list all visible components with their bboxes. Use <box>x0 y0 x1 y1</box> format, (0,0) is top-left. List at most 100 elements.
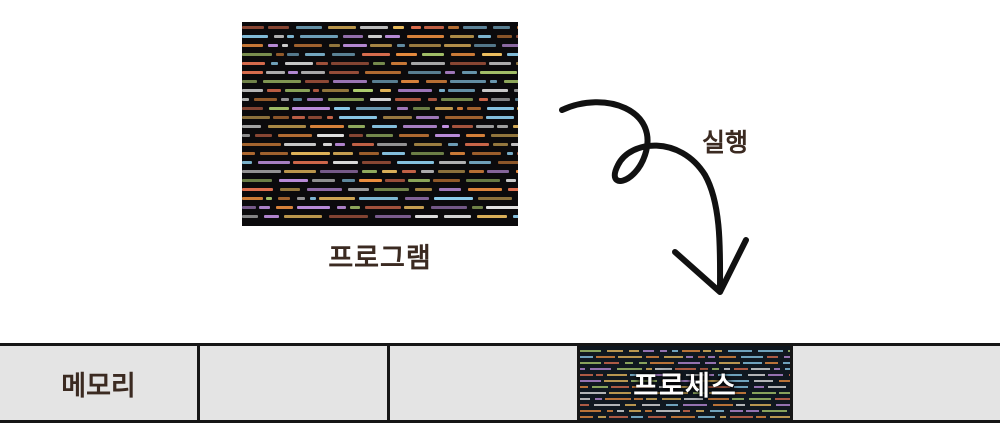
code-token <box>451 53 475 56</box>
code-token <box>724 368 730 370</box>
code-token <box>749 398 771 400</box>
code-token <box>329 44 340 47</box>
code-token <box>333 161 358 164</box>
code-token <box>415 215 438 218</box>
code-token <box>434 197 473 200</box>
code-token <box>445 116 483 119</box>
memory-divider <box>577 346 580 420</box>
code-token <box>493 26 510 29</box>
code-token <box>335 143 345 146</box>
code-token <box>305 80 329 83</box>
code-token <box>403 125 437 128</box>
code-token <box>438 170 465 173</box>
code-token <box>511 143 518 146</box>
code-token <box>477 215 507 218</box>
code-token <box>242 107 263 110</box>
code-token <box>605 398 631 400</box>
code-token <box>305 53 325 56</box>
code-token <box>768 386 786 388</box>
code-token <box>762 410 787 412</box>
memory-label: 메모리 <box>61 370 136 402</box>
code-token <box>476 125 494 128</box>
code-token <box>278 197 290 200</box>
code-token <box>708 356 715 358</box>
code-token <box>359 152 379 155</box>
code-token <box>507 53 518 56</box>
program-label: 프로그램 <box>328 243 432 274</box>
code-token <box>331 62 369 65</box>
code-token <box>399 134 429 137</box>
code-token <box>516 170 518 173</box>
code-token <box>264 215 279 218</box>
code-token <box>516 62 518 65</box>
code-token <box>491 98 510 101</box>
code-token <box>491 134 518 137</box>
code-token <box>655 368 672 370</box>
code-token <box>337 206 346 209</box>
code-token <box>435 134 460 137</box>
memory-divider <box>387 346 390 420</box>
code-token <box>293 98 302 101</box>
code-token <box>319 197 355 200</box>
code-token <box>382 152 405 155</box>
code-token <box>292 107 330 110</box>
code-token <box>752 392 776 394</box>
code-token <box>478 35 491 38</box>
code-token <box>310 197 316 200</box>
code-token <box>372 125 397 128</box>
code-token <box>743 362 762 364</box>
code-token <box>693 392 706 394</box>
code-token <box>765 362 778 364</box>
code-token <box>607 350 623 352</box>
code-token <box>730 410 743 412</box>
code-token <box>478 197 512 200</box>
code-token <box>242 35 268 38</box>
code-token <box>751 368 770 370</box>
code-token <box>671 416 695 418</box>
code-token <box>368 35 382 38</box>
code-token <box>664 356 683 358</box>
code-token <box>728 350 752 352</box>
code-token <box>328 98 364 101</box>
code-token <box>646 368 652 370</box>
code-token <box>677 386 702 388</box>
code-token <box>609 416 628 418</box>
code-token <box>316 62 328 65</box>
code-token <box>592 386 608 388</box>
code-token <box>580 350 601 352</box>
code-token <box>258 161 290 164</box>
code-token <box>466 134 485 137</box>
code-token <box>348 188 369 191</box>
code-token <box>594 404 620 406</box>
code-token <box>466 179 500 182</box>
code-token <box>596 356 615 358</box>
code-token <box>580 356 593 358</box>
code-token <box>401 80 419 83</box>
code-token <box>508 188 518 191</box>
code-token <box>374 188 409 191</box>
code-token <box>308 116 322 119</box>
code-token <box>279 179 308 182</box>
code-token <box>450 35 474 38</box>
code-token <box>617 368 642 370</box>
code-token <box>411 62 445 65</box>
code-token <box>513 125 518 128</box>
code-token <box>285 62 313 65</box>
code-token <box>285 89 310 92</box>
code-token <box>768 374 783 376</box>
code-token <box>734 368 748 370</box>
code-token <box>498 161 518 164</box>
code-token <box>517 26 518 29</box>
code-token <box>332 53 355 56</box>
code-token <box>732 398 744 400</box>
code-token <box>502 44 518 47</box>
code-token <box>334 107 350 110</box>
code-token <box>242 179 272 182</box>
code-token <box>397 44 405 47</box>
code-token <box>450 152 465 155</box>
code-token <box>282 44 288 47</box>
code-token <box>607 374 627 376</box>
code-token <box>405 197 429 200</box>
code-token <box>428 98 437 101</box>
code-token <box>445 71 455 74</box>
